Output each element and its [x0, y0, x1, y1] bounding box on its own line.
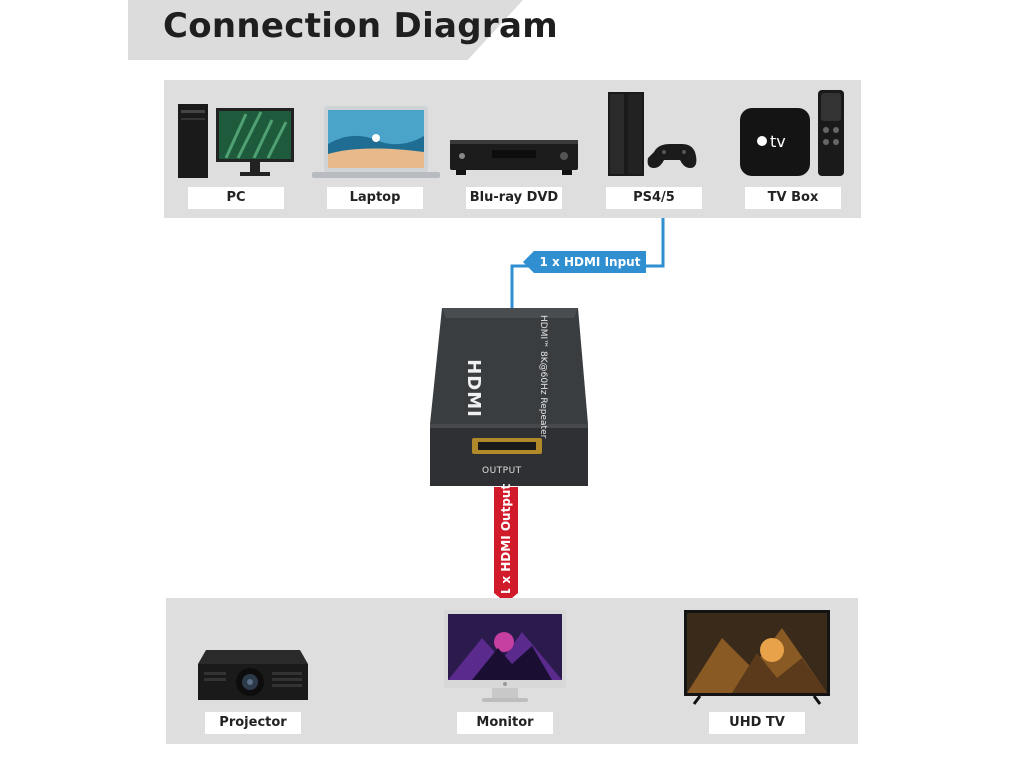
display-label-monitor: Monitor [457, 712, 553, 734]
hdmi-output-tag-text: 1 x HDMI Output [499, 483, 513, 597]
hdmi-output-tag: 1 x HDMI Output [494, 483, 518, 603]
laptop-icon [312, 104, 440, 180]
svg-text:tv: tv [770, 132, 786, 151]
bluray-player-icon [448, 136, 580, 178]
display-label-uhdtv: UHD TV [709, 712, 805, 734]
source-label-ps: PS4/5 [606, 187, 702, 209]
source-label-pc: PC [188, 187, 284, 209]
hdmi-repeater-device [428, 306, 590, 488]
display-label-projector: Projector [205, 712, 301, 734]
source-label-laptop: Laptop [327, 187, 423, 209]
apple-tv-icon: tv [738, 88, 850, 180]
title-banner [128, 0, 523, 60]
page-title: Connection Diagram [163, 6, 558, 46]
ps5-console-icon [606, 90, 698, 180]
output-port-label: OUTPUT [482, 466, 522, 476]
source-label-tvbox: TV Box [745, 187, 841, 209]
hdmi-input-tag: 1 x HDMI Input [523, 251, 646, 273]
uhd-tv-icon [682, 608, 832, 706]
projector-icon [196, 648, 310, 704]
source-label-bluray: Blu-ray DVD [466, 187, 562, 209]
monitor-icon [442, 608, 568, 706]
hdmi-logo: HDMI [462, 359, 484, 418]
device-side-text: HDMI™ 8K@60Hz Repeater [538, 315, 548, 439]
pc-icon [176, 100, 298, 182]
